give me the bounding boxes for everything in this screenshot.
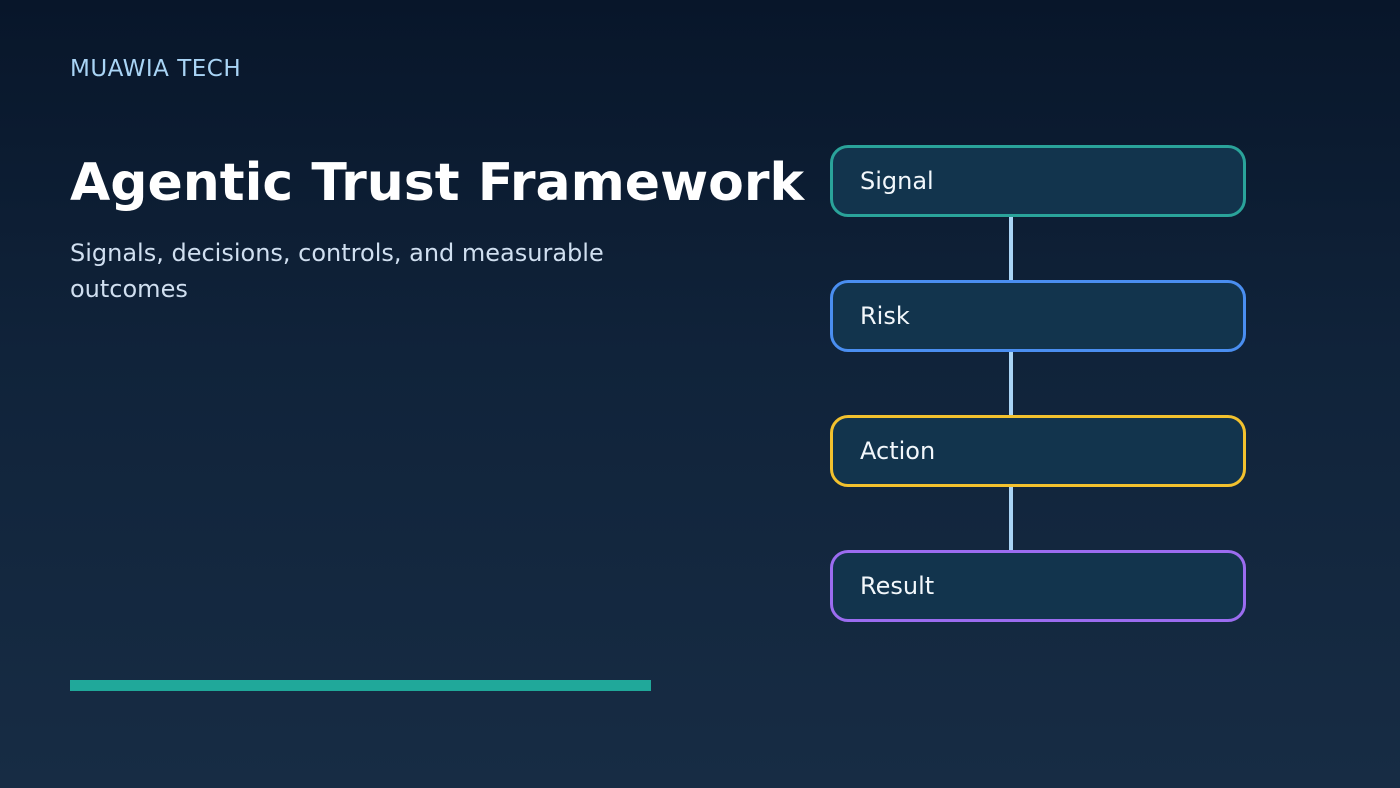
flow-step-label: Action [860,437,936,465]
flow-step-risk: Risk [830,280,1246,352]
flow-step-label: Risk [860,302,910,330]
flow-step-result: Result [830,550,1246,622]
flow-step-signal: Signal [830,145,1246,217]
connector-action-result [1009,485,1013,552]
accent-bar [70,680,651,691]
page-subtitle: Signals, decisions, controls, and measur… [70,239,604,303]
flow-step-label: Signal [860,167,934,195]
connector-risk-action [1009,350,1013,417]
flow-step-label: Result [860,572,935,600]
page-title: Agentic Trust Framework [70,153,805,213]
brand-label: MUAWIA TECH [70,56,242,82]
flow-step-action: Action [830,415,1246,487]
flow-diagram: Signal Risk Action Result [830,145,1246,623]
connector-signal-risk [1009,215,1013,282]
